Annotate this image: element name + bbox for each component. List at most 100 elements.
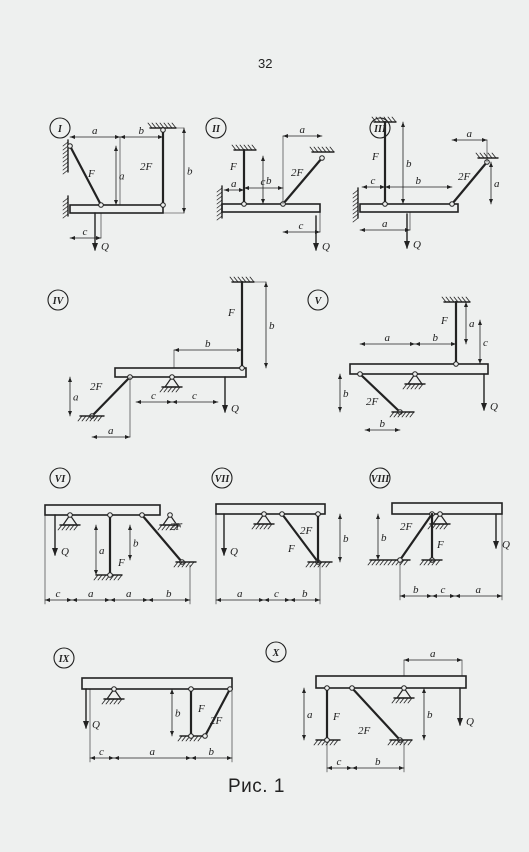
ground-hatch <box>391 697 397 704</box>
load-label-q: Q <box>231 403 239 415</box>
dimension-arrow <box>70 135 75 139</box>
rod <box>90 375 132 418</box>
ground-hatch <box>263 523 269 530</box>
dimension-label-a: a <box>494 178 500 190</box>
hinge <box>160 127 166 133</box>
dimension-arrow <box>237 348 242 352</box>
scheme-number: II <box>211 124 221 135</box>
wall-hatch <box>216 207 223 213</box>
dimension-arrow <box>278 186 283 190</box>
scheme-number: IV <box>52 296 65 307</box>
ground-hatch <box>487 152 493 159</box>
ground-hatch <box>391 559 397 566</box>
label-force-2f: 2F <box>400 521 413 533</box>
hinge <box>107 572 113 578</box>
ground-hatch <box>475 152 481 159</box>
ground-hatch <box>193 735 199 742</box>
dimension-arrow <box>120 135 125 139</box>
load-arrow-head <box>404 241 410 249</box>
dimension-arrow <box>422 688 426 693</box>
label-force-2f: 2F <box>90 381 103 393</box>
ground-hatch <box>414 383 420 390</box>
hinge <box>449 201 455 207</box>
scheme-number-circle <box>211 467 233 489</box>
dimension-arrow <box>464 302 468 307</box>
ground-hatch <box>181 561 187 568</box>
wall-hatch <box>62 165 69 171</box>
ground-hatch <box>85 415 91 422</box>
label-force-2f: 2F <box>358 725 371 737</box>
ground-hatch <box>161 524 167 531</box>
dimension-arrow <box>96 236 101 240</box>
dimension-arrow <box>415 342 420 346</box>
beam <box>359 203 459 213</box>
dimension-arrow <box>489 162 493 167</box>
dimension-label-b: b <box>381 532 387 544</box>
wall-hatch <box>62 205 69 211</box>
ground-hatch <box>93 574 99 581</box>
label-force-f: F <box>287 543 295 555</box>
load-arrow-head <box>481 403 487 411</box>
scheme-number-circle <box>53 647 75 669</box>
dimension-label-b: b <box>343 388 349 400</box>
wall-hatch <box>62 201 69 207</box>
ground-hatch <box>73 524 79 531</box>
dimension-arrow <box>264 598 269 602</box>
ground-hatch <box>113 574 119 581</box>
dimension-arrow <box>302 735 306 740</box>
wall-hatch <box>352 217 359 223</box>
ground-hatch <box>69 524 75 531</box>
ground-hatch <box>329 739 335 746</box>
ground-hatch <box>165 524 171 531</box>
scheme-number: IX <box>58 654 70 665</box>
ground-hatch <box>399 559 405 566</box>
dimension-arrow <box>399 766 404 770</box>
dimension-arrow <box>72 598 77 602</box>
beam <box>69 204 164 214</box>
ground-hatch <box>309 146 315 153</box>
rod <box>358 372 402 414</box>
dimension-arrow <box>167 400 172 404</box>
hinge <box>241 201 247 207</box>
ground-hatch <box>101 574 107 581</box>
ground-hatch <box>241 276 247 283</box>
load-arrow-head <box>83 721 89 729</box>
hinge <box>139 512 145 518</box>
ground-hatch <box>371 116 377 123</box>
label-force-2f: 2F <box>300 525 313 537</box>
ground-hatch <box>325 146 331 153</box>
ground-hatch <box>387 739 393 746</box>
wall-hatch <box>216 195 223 201</box>
dimension-arrow <box>216 598 221 602</box>
dimension-label-b: b <box>175 708 181 720</box>
wall-hatch <box>62 157 69 163</box>
label-force-2f: 2F <box>366 396 379 408</box>
ground-hatch <box>105 698 111 705</box>
hinge <box>261 511 267 517</box>
dimension-arrow <box>376 514 380 519</box>
dimension-label-b: b <box>269 320 275 332</box>
rod <box>140 513 184 564</box>
dimension-label-b: b <box>205 338 211 350</box>
hinge <box>169 374 175 380</box>
dimension-arrow <box>170 689 174 694</box>
hinge <box>401 685 407 691</box>
dimension-arrow <box>347 766 352 770</box>
dimension-arrow <box>136 400 141 404</box>
dimension-label-b: b <box>266 175 272 187</box>
dimension-arrow <box>128 555 132 560</box>
load-label-q: Q <box>230 546 238 558</box>
scheme-number: VII <box>215 474 231 485</box>
dimension-arrow <box>376 555 380 560</box>
wall-hatch <box>216 199 223 205</box>
beam <box>215 503 326 515</box>
label-force-2f: 2F <box>458 171 471 183</box>
scheme-number-circle <box>49 467 71 489</box>
wall-hatch <box>352 205 359 211</box>
dimension-arrow <box>227 756 232 760</box>
ground-hatch <box>81 415 87 422</box>
scheme-number-circle <box>307 289 329 311</box>
ground-hatch <box>391 739 397 746</box>
ground-hatch <box>402 383 408 390</box>
